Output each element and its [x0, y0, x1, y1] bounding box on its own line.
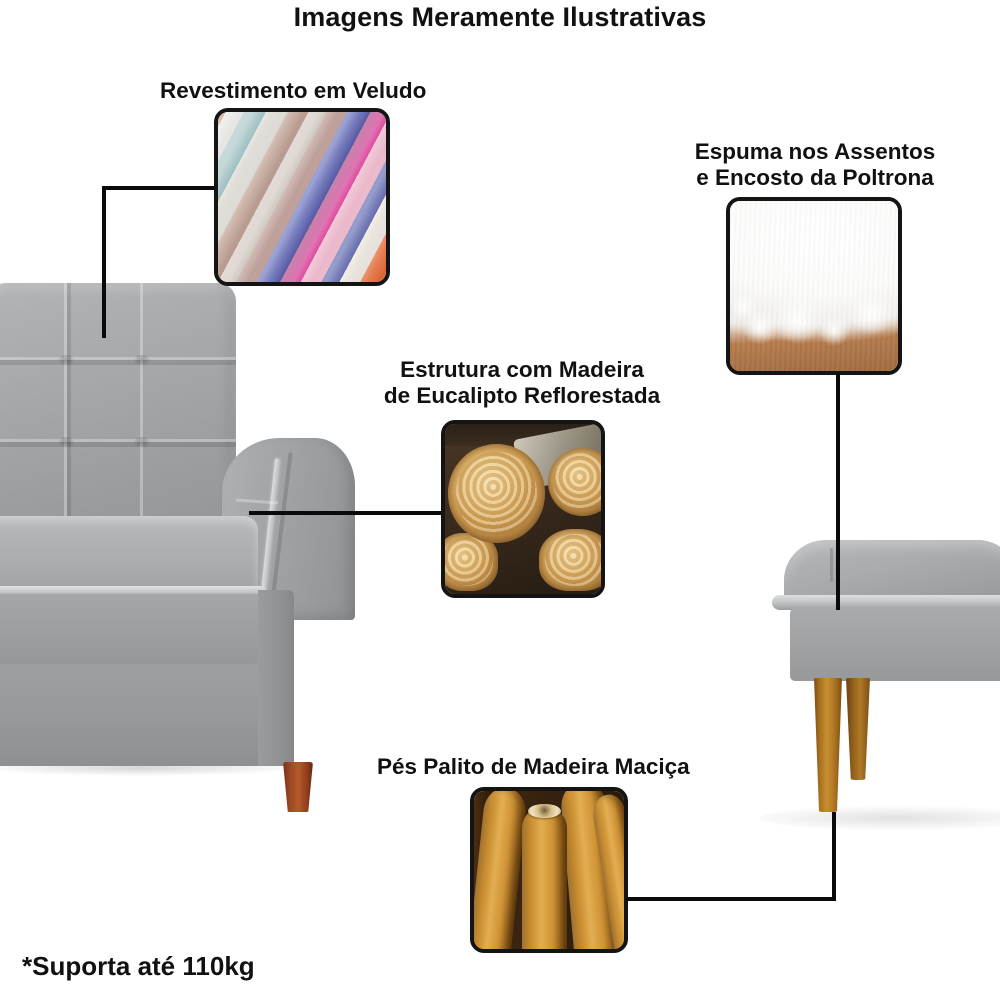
- tuft-button-3: [134, 355, 150, 366]
- ottoman-floor-shadow: [760, 805, 1000, 831]
- callout-line-frame-h: [249, 511, 445, 515]
- log-cross-section-2: [547, 447, 601, 516]
- velvet-sheen-overlay: [218, 112, 386, 282]
- sofa-side-panel: [258, 590, 294, 766]
- tuft-button-1: [58, 355, 74, 366]
- footnote-weight-capacity: *Suporta até 110kg: [22, 951, 255, 981]
- eucalyptus-logs-image: [445, 424, 601, 594]
- callout-label-legs: Pés Palito de Madeira Maciça: [377, 754, 690, 779]
- page-title: Imagens Meramente Ilustrativas: [293, 2, 707, 32]
- tuft-shadow-v1: [67, 283, 71, 530]
- callout-label-upholstery: Revestimento em Veludo: [160, 78, 427, 103]
- foam-fluff-overlay: [730, 201, 898, 371]
- sofa-seat-welt: [0, 586, 266, 597]
- sofa-wooden-leg: [283, 762, 313, 812]
- velvet-fabric-swatch: [214, 108, 390, 286]
- log-rings-3: [544, 534, 601, 586]
- callout-line-upholstery-v: [102, 186, 106, 338]
- wood-stick-a: [474, 791, 528, 949]
- ottoman-body: [790, 607, 1000, 681]
- sofa-backrest: [0, 283, 236, 530]
- sofa-seat-cushion: [0, 516, 258, 594]
- ottoman-wooden-leg-front: [814, 678, 842, 812]
- tuft-seam-v2: [140, 283, 143, 530]
- log-rings-2: [553, 453, 601, 511]
- ottoman-cushion-welt: [772, 595, 1000, 610]
- callout-label-foam-line1: Espuma nos Assentos: [694, 139, 936, 164]
- tuft-shadow-h2: [0, 442, 236, 447]
- wood-stick-b: [522, 806, 567, 949]
- callout-line-legs-h: [626, 897, 836, 901]
- foam-grain-overlay: [730, 201, 898, 371]
- tuft-shadow-h1: [0, 360, 236, 365]
- log-rings-1: [455, 452, 538, 536]
- callout-label-foam-line2: e Encosto da Poltrona: [696, 164, 934, 190]
- log-rings-4: [445, 537, 494, 586]
- tuft-button-2: [58, 437, 74, 448]
- callout-label-foam: Espuma nos Assentos e Encosto da Poltron…: [686, 139, 944, 190]
- wooden-legs-swatch: [470, 787, 628, 953]
- callout-line-legs-v: [832, 812, 836, 901]
- sofa-base-lower: [0, 664, 284, 766]
- tuft-seam-h2: [0, 439, 236, 442]
- foam-fiber-swatch: [726, 197, 902, 375]
- eucalyptus-logs-swatch: [441, 420, 605, 598]
- callout-line-foam-v: [836, 373, 840, 610]
- callout-label-frame: Estrutura com Madeira de Eucalipto Reflo…: [373, 357, 671, 408]
- tuft-seam-v1: [64, 283, 67, 530]
- callout-label-frame-line2: de Eucalipto Reflorestada: [383, 382, 661, 408]
- tuft-seam-h1: [0, 357, 236, 360]
- log-cross-section-3: [538, 529, 601, 591]
- wooden-legs-image: [474, 791, 624, 949]
- sofa-base-upper: [0, 594, 284, 668]
- ottoman-wooden-leg-back: [846, 678, 870, 780]
- ottoman-cushion-seam: [830, 548, 833, 582]
- callout-line-upholstery-h: [102, 186, 218, 190]
- log-cross-section-1: [448, 444, 545, 543]
- velvet-fabric-image: [218, 112, 386, 282]
- wood-stick-cut-end: [528, 803, 561, 818]
- callout-label-frame-line1: Estrutura com Madeira: [400, 357, 644, 382]
- tuft-button-4: [134, 437, 150, 448]
